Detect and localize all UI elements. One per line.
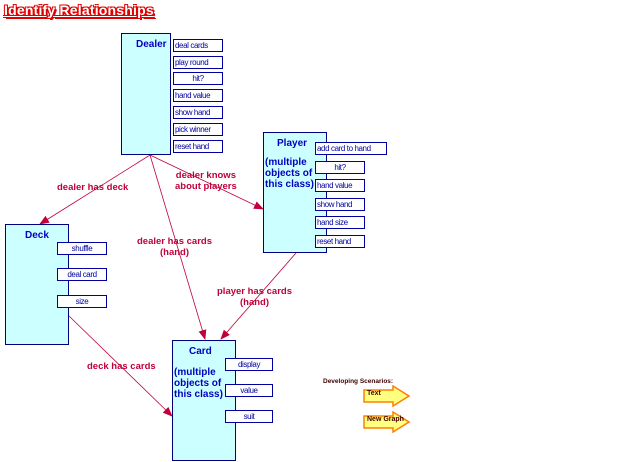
arrow-deck-card	[68, 315, 173, 417]
arrow-right-icon	[363, 385, 411, 407]
method-add-card-to-hand[interactable]: add card to hand	[315, 142, 387, 155]
arrow-dealer-card	[149, 154, 207, 340]
class-note-line: objects of	[174, 378, 222, 389]
class-name: Card	[189, 346, 212, 357]
method-display[interactable]: display	[225, 358, 273, 371]
label-line: deck has cards	[87, 361, 156, 372]
label-line: dealer has deck	[57, 182, 129, 193]
method-play-round[interactable]: play round	[173, 56, 223, 69]
method-hand-size[interactable]: hand size	[315, 216, 365, 229]
arrow-dealer-deck	[39, 154, 151, 225]
method-show-hand[interactable]: show hand	[315, 198, 365, 211]
class-note-line: (multiple	[174, 367, 216, 378]
class-note-line: (multiple	[265, 157, 307, 168]
arrow-right-icon	[363, 411, 411, 433]
method-hit[interactable]: hit?	[315, 161, 365, 174]
class-note-line: this class)	[174, 389, 223, 400]
relationship-label-player-card: player has cards (hand)	[217, 286, 292, 308]
label-line: (hand)	[239, 297, 270, 308]
label-line: dealer knows	[175, 170, 236, 181]
button-label: New Graph	[367, 416, 404, 423]
label-line: (hand)	[159, 247, 190, 258]
method-pick-winner[interactable]: pick winner	[173, 123, 223, 136]
scenario-text-button[interactable]: Text	[363, 385, 411, 407]
method-deal-cards[interactable]: deal cards	[173, 39, 223, 52]
class-note-line: objects of	[265, 168, 313, 179]
class-name: Player	[277, 138, 308, 149]
button-label: Text	[367, 390, 381, 397]
relationship-label-dealer-deck: dealer has deck	[57, 182, 128, 193]
relationship-label-deck-card: deck has cards	[87, 361, 156, 372]
page-title: Identify Relationships	[4, 2, 154, 18]
method-hit[interactable]: hit?	[173, 72, 223, 85]
method-value[interactable]: value	[225, 384, 273, 397]
arrow-player-card	[220, 252, 297, 340]
class-name: Dealer	[136, 39, 167, 50]
method-hand-value[interactable]: hand value	[173, 89, 223, 102]
label-line: player has cards	[217, 286, 292, 297]
method-size[interactable]: size	[57, 295, 107, 308]
method-reset-hand[interactable]: reset hand	[315, 235, 365, 248]
method-reset-hand[interactable]: reset hand	[173, 140, 223, 153]
relationship-label-dealer-card: dealer has cards (hand)	[137, 236, 212, 258]
method-deal-card[interactable]: deal card	[57, 268, 107, 281]
relationship-label-dealer-player: dealer knows about players	[175, 170, 237, 192]
method-show-hand[interactable]: show hand	[173, 106, 223, 119]
class-name: Deck	[25, 230, 49, 241]
method-hand-value[interactable]: hand value	[315, 179, 365, 192]
scenario-new-graph-button[interactable]: New Graph	[363, 411, 411, 433]
scenarios-title: Developing Scenarios:	[323, 378, 394, 385]
class-note-line: this class)	[265, 179, 314, 190]
method-suit[interactable]: suit	[225, 410, 273, 423]
arrow-dealer-player	[149, 154, 264, 210]
label-line: about players	[175, 181, 237, 192]
label-line: dealer has cards	[137, 236, 212, 247]
method-shuffle[interactable]: shuffle	[57, 242, 107, 255]
